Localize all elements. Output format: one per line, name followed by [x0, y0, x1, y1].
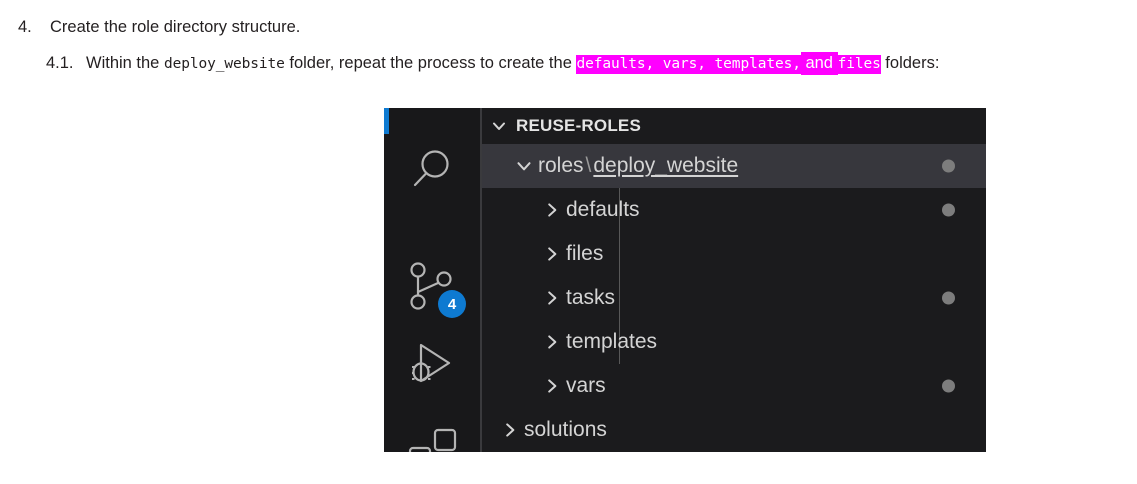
tree-item-solutions[interactable]: solutions: [482, 408, 986, 452]
tree-item-label: vars: [566, 374, 606, 397]
tree-item-tasks[interactable]: tasks: [482, 276, 986, 320]
activity-bar: 4: [384, 108, 480, 452]
chevron-right-icon[interactable]: [538, 376, 566, 396]
path-separator: \: [585, 154, 592, 177]
activity-bar-item-extensions[interactable]: [384, 420, 480, 452]
search-icon: [408, 146, 456, 194]
sidebar-divider: [480, 108, 482, 452]
code-deploy-website: deploy_website: [163, 56, 285, 72]
chevron-down-icon[interactable]: [510, 156, 538, 176]
tree-item-label: roles\deploy_website: [538, 154, 738, 178]
highlight-vars: vars,: [654, 55, 706, 74]
tree-item-label: solutions: [524, 418, 607, 441]
highlight-templates: templates,: [705, 55, 801, 74]
tree-item-vars[interactable]: vars: [482, 364, 986, 408]
activity-bar-item-source-control[interactable]: 4: [384, 256, 480, 318]
tree-item-label: files: [566, 242, 604, 265]
modified-dot-indicator: [942, 159, 955, 173]
tree-item-label: defaults: [566, 198, 640, 221]
modified-dot-indicator: [942, 203, 955, 217]
tree-indent-guide: [619, 144, 620, 364]
highlight-defaults: defaults,: [576, 55, 655, 74]
chevron-right-icon[interactable]: [538, 288, 566, 308]
explorer-section-title: REUSE-ROLES: [516, 116, 641, 135]
modified-dot-indicator: [942, 379, 955, 393]
run-and-debug-icon: [405, 337, 459, 391]
tree-item-defaults[interactable]: defaults: [482, 188, 986, 232]
step-number: 4.: [18, 18, 32, 36]
activity-bar-item-run-and-debug[interactable]: [384, 334, 480, 394]
explorer-active-indicator: [384, 108, 389, 134]
chevron-right-icon[interactable]: [538, 200, 566, 220]
tree-item-label: templates: [566, 330, 658, 353]
instruction-step-4: 4. Create the role directory structure.: [18, 16, 300, 38]
tree-item-label-secondary: deploy_website: [593, 154, 739, 177]
chevron-right-icon[interactable]: [538, 332, 566, 352]
explorer-section-header-reuse-roles[interactable]: REUSE-ROLES: [482, 108, 986, 144]
explorer-pane: REUSE-ROLES roles\deploy_website: [482, 108, 986, 452]
chevron-down-icon: [490, 117, 508, 135]
source-control-icon: [405, 259, 459, 313]
activity-bar-item-search[interactable]: [384, 140, 480, 200]
substep-text: Within the deploy_website folder, repeat…: [86, 52, 939, 75]
chevron-right-icon[interactable]: [538, 244, 566, 264]
chevron-right-icon[interactable]: [496, 420, 524, 440]
file-tree: roles\deploy_website defaults: [482, 144, 986, 452]
tree-item-templates[interactable]: templates: [482, 320, 986, 364]
substep-prefix: Within the: [86, 54, 164, 72]
substep-number: 4.1.: [46, 54, 74, 72]
tree-item-files[interactable]: files: [482, 232, 986, 276]
vscode-window: 4: [384, 108, 986, 452]
instruction-step-4-1: 4.1. Within the deploy_website folder, r…: [46, 52, 939, 75]
highlight-files: files: [837, 55, 881, 74]
substep-middle: folder, repeat the process to create the: [284, 54, 577, 72]
highlight-and: and: [800, 52, 838, 75]
tree-item-roles-deploy-website[interactable]: roles\deploy_website: [482, 144, 986, 188]
step-text: Create the role directory structure.: [50, 18, 301, 36]
extensions-icon: [406, 428, 458, 452]
source-control-badge: 4: [438, 290, 466, 318]
tree-item-label: tasks: [566, 286, 616, 309]
substep-suffix: folders:: [880, 54, 940, 72]
tree-item-label-primary: roles: [538, 154, 584, 177]
modified-dot-indicator: [942, 291, 955, 305]
